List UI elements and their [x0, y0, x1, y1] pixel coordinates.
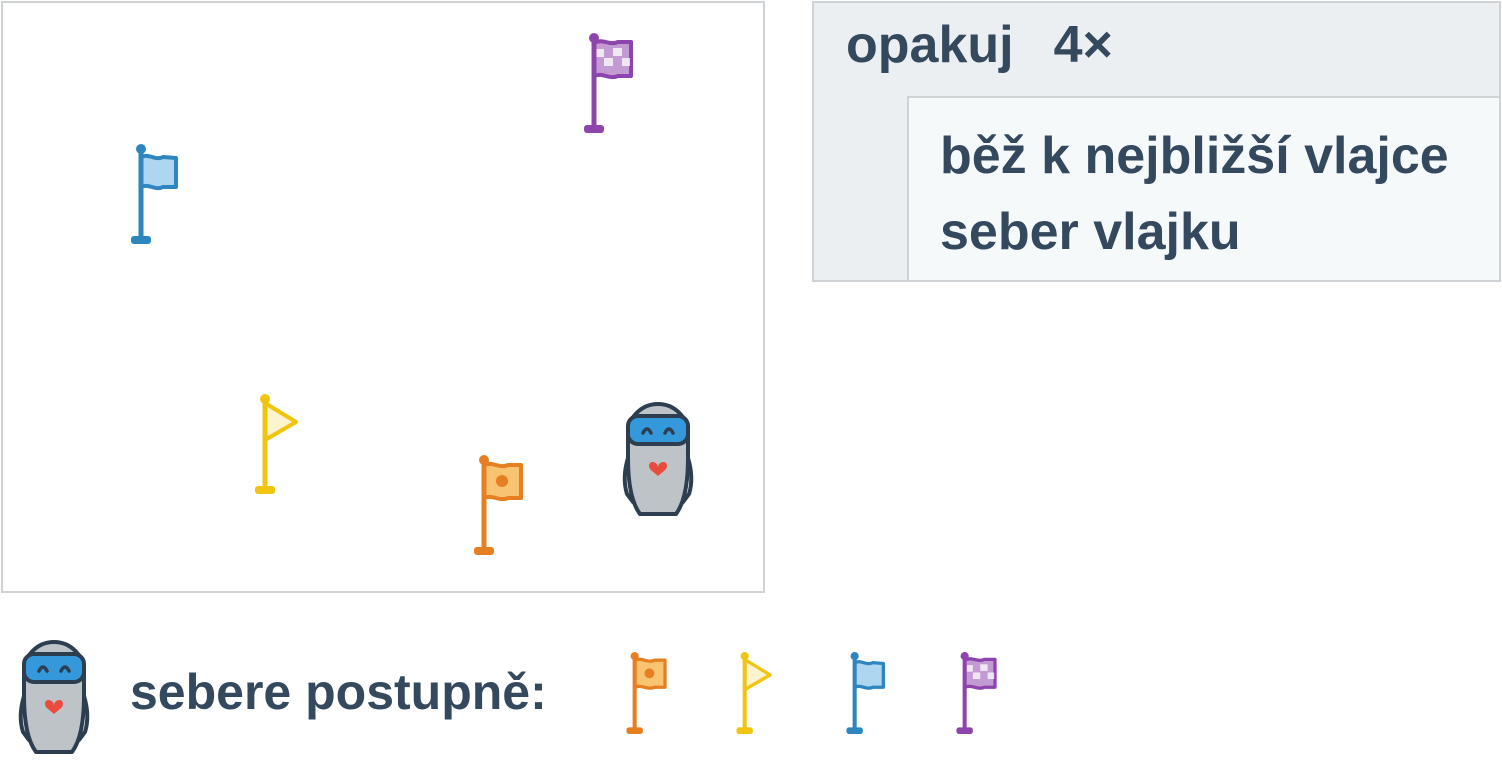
repeat-count: 4×: [1053, 16, 1113, 74]
blue-flag-icon: [844, 652, 889, 736]
game-board: [1, 1, 765, 593]
repeat-block-header: opakuj 4×: [846, 15, 1113, 75]
orange-flag-icon: [471, 455, 526, 557]
purple-flag-icon: [581, 33, 636, 135]
blue-flag-icon: [128, 144, 183, 246]
answer-legend: sebere postupně:: [0, 620, 1502, 766]
repeat-label: opakuj: [846, 16, 1014, 74]
yellow-flag-icon: [252, 394, 307, 496]
legend-text: sebere postupně:: [130, 664, 547, 720]
command-pick-up-flag: seber vlajku: [940, 203, 1241, 261]
purple-flag-icon: [954, 652, 999, 736]
command-go-to-nearest-flag: běž k nejbližší vlajce: [940, 127, 1449, 185]
yellow-flag-icon: [734, 652, 779, 736]
robot-icon: [16, 632, 92, 756]
orange-flag-icon: [624, 652, 669, 736]
program-panel: opakuj 4× běž k nejbližší vlajce seber vl…: [812, 1, 1501, 282]
repeat-block-body: běž k nejbližší vlajce seber vlajku: [907, 96, 1501, 282]
robot-icon: [620, 394, 696, 518]
